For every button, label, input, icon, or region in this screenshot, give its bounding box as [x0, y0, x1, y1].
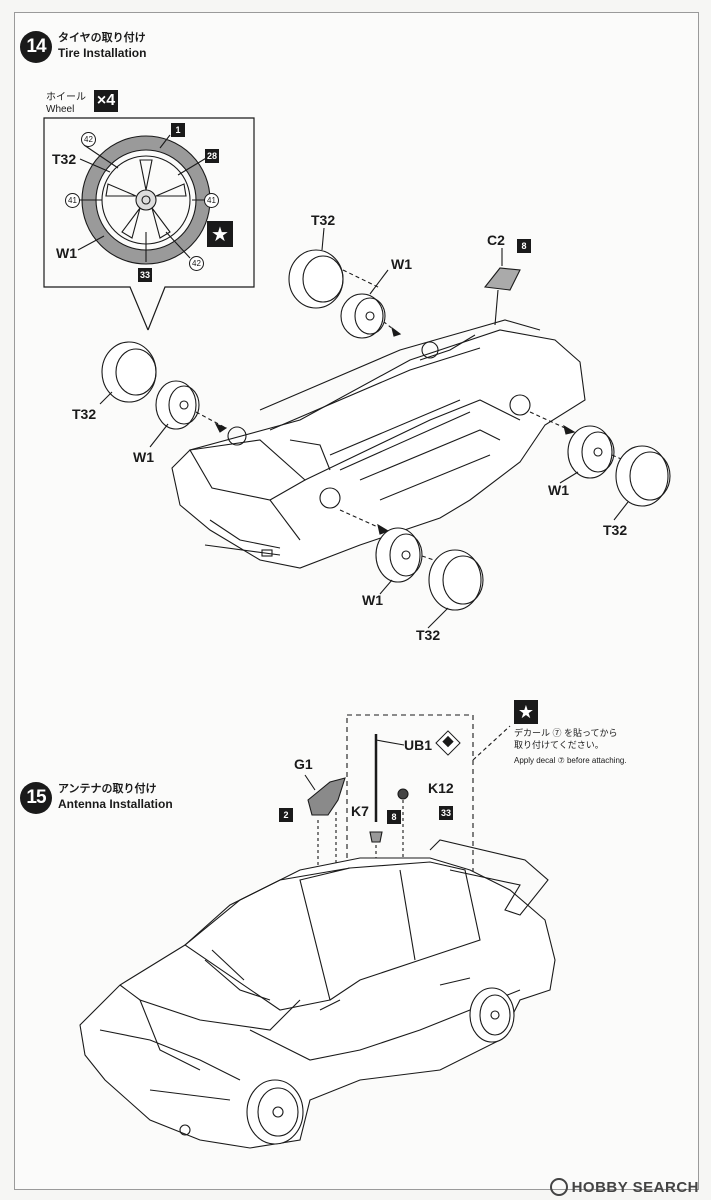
c2-label: C2	[487, 232, 505, 248]
hobby-search-logo-icon	[549, 1178, 568, 1196]
t32-right-label: T32	[603, 522, 628, 538]
watermark: HOBBY SEARCH	[549, 1178, 699, 1196]
wheel-label-en: Wheel	[46, 104, 75, 115]
g1-label: G1	[294, 756, 313, 772]
decal-note-jp-2: 取り付けてください。	[514, 740, 604, 750]
t32-bottom-label: T32	[416, 627, 441, 643]
step-title-jp: タイヤの取り付け	[58, 32, 146, 44]
k7-part-badge: 8	[387, 810, 401, 824]
step-14-header: 14 タイヤの取り付け Tire Installation	[20, 31, 146, 63]
wheel-label-jp: ホイール	[46, 92, 86, 103]
t32-left-label: T32	[72, 406, 97, 422]
step-number: 15	[20, 782, 52, 814]
k12-label: K12	[428, 780, 454, 796]
decal-note-jp-1: デカール ⑦ を貼ってから	[514, 728, 618, 738]
step-title-en: Tire Installation	[58, 46, 147, 60]
decal-note: デカール ⑦ を貼ってから 取り付けてください。 Apply decal ⑦ b…	[514, 727, 627, 767]
inset-t32-label: T32	[52, 151, 77, 167]
part-41-circle: 41	[65, 193, 80, 208]
w1-bottom-label: W1	[362, 592, 383, 608]
step-title-en: Antenna Installation	[58, 797, 173, 811]
watermark-text: HOBBY SEARCH	[571, 1178, 699, 1196]
wheel-label: ホイール Wheel	[46, 92, 86, 116]
w1-right-label: W1	[548, 482, 569, 498]
step-title-jp: アンテナの取り付け	[58, 783, 157, 795]
inset-wheel	[81, 135, 211, 265]
part-42-circle: 42	[81, 132, 96, 147]
tire-bottom	[339, 509, 484, 611]
g1-part-badge: 2	[279, 808, 293, 822]
k12-part-badge: 33	[439, 806, 453, 820]
tire-right	[529, 411, 671, 507]
decal-note-en: Apply decal ⑦ before attaching.	[514, 756, 627, 765]
inset-w1-label: W1	[56, 245, 77, 261]
part-41-circle-right: 41	[204, 193, 219, 208]
step-number: 14	[20, 31, 52, 63]
c2-part-badge: 8	[517, 239, 531, 253]
part-1-badge: 1	[171, 123, 185, 137]
part-28-badge: 28	[205, 149, 219, 163]
step-15-header: 15 アンテナの取り付け Antenna Installation	[20, 782, 173, 814]
star-icon: ★	[207, 221, 233, 247]
w1-left-label: W1	[133, 449, 154, 465]
tire-top	[288, 249, 386, 339]
star-icon: ★	[514, 700, 538, 724]
car-body	[79, 839, 556, 1149]
part-33-badge: 33	[138, 268, 152, 282]
chassis	[171, 319, 586, 569]
tire-left	[101, 341, 200, 430]
part-42-circle-bottom: 42	[189, 256, 204, 271]
w1-top-label: W1	[391, 256, 412, 272]
t32-top-label: T32	[311, 212, 336, 228]
quantity-badge: ×4	[94, 90, 118, 112]
ub1-label: UB1	[404, 737, 433, 753]
k7-label: K7	[351, 803, 369, 819]
